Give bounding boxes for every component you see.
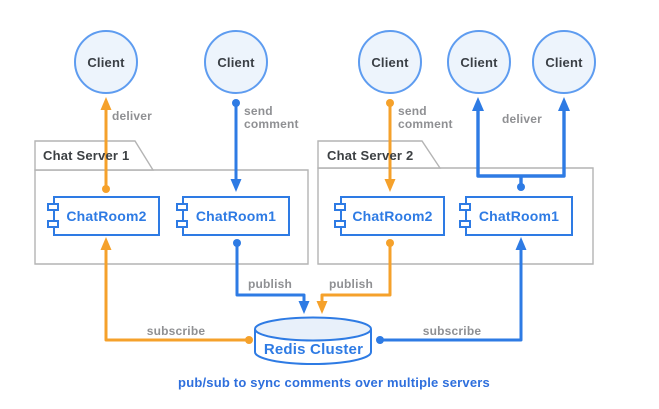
arrowhead-down xyxy=(230,179,242,192)
deliver-label-server2: deliver xyxy=(501,112,543,126)
server2-chatroom2-box: ChatRoom2 xyxy=(334,196,445,236)
send-comment-label-client3: send comment xyxy=(398,104,453,131)
component-port-icon xyxy=(176,220,188,228)
arrowhead-up xyxy=(100,97,112,110)
component-port-icon xyxy=(459,220,471,228)
client-node-1: Client xyxy=(74,30,138,94)
edge-dot xyxy=(386,99,394,107)
send-comment-label-client2: send comment xyxy=(244,104,299,131)
edge-dot xyxy=(233,239,241,247)
room-label: ChatRoom1 xyxy=(195,208,277,224)
edge-dot xyxy=(376,336,384,344)
redis-cylinder xyxy=(254,316,372,365)
arrowhead-down xyxy=(316,301,328,314)
edge-deliver-server1 xyxy=(100,97,112,193)
edge-dot xyxy=(245,336,253,344)
arrowhead-up xyxy=(558,97,570,111)
redis-cylinder-top xyxy=(254,316,372,342)
server2-chatroom1-box: ChatRoom1 xyxy=(459,196,573,236)
room-label: ChatRoom2 xyxy=(66,208,147,224)
client-node-4: Client xyxy=(447,30,511,94)
component-port-icon xyxy=(176,203,188,211)
client-label: Client xyxy=(371,54,409,70)
arrowhead-down xyxy=(384,179,396,192)
arrowhead-down xyxy=(298,301,310,314)
edge-dot xyxy=(386,239,394,247)
orange-edges xyxy=(100,97,396,344)
edge-subscribe-server2 xyxy=(376,237,527,344)
chat-server-2-body xyxy=(317,167,594,265)
client-label: Client xyxy=(545,54,583,70)
edge-dot xyxy=(232,99,240,107)
chat-server-2-title: Chat Server 2 xyxy=(327,148,414,163)
client-label: Client xyxy=(460,54,498,70)
room-label: ChatRoom2 xyxy=(352,208,433,224)
component-port-icon xyxy=(334,203,346,211)
edge-publish-server1 xyxy=(233,239,310,314)
component-port-icon xyxy=(334,220,346,228)
chat-server-1-tab xyxy=(34,140,155,171)
arrowhead-up xyxy=(515,237,527,250)
redis-cluster-label: Redis Cluster xyxy=(263,341,364,358)
chat-server-2-tab xyxy=(317,140,442,169)
component-port-icon xyxy=(459,203,471,211)
publish-label-server2: publish xyxy=(328,277,374,291)
server1-chatroom2-box: ChatRoom2 xyxy=(47,196,160,236)
edge-dot xyxy=(102,185,110,193)
chat-server-2-frame xyxy=(317,140,594,265)
client-node-3: Client xyxy=(358,30,422,94)
client-label: Client xyxy=(87,54,125,70)
edge-send-comment-client2 xyxy=(230,99,242,192)
edge-deliver-server2 xyxy=(472,97,570,191)
room-label: ChatRoom1 xyxy=(478,208,560,224)
server1-chatroom1-box: ChatRoom1 xyxy=(176,196,290,236)
subscribe-label-server1: subscribe xyxy=(146,324,206,338)
chat-server-1-title: Chat Server 1 xyxy=(43,148,130,163)
edge-send-comment-client3 xyxy=(384,99,396,192)
client-node-5: Client xyxy=(532,30,596,94)
deliver-label-server1: deliver xyxy=(111,109,153,123)
subscribe-label-server2: subscribe xyxy=(422,324,482,338)
component-port-icon xyxy=(47,203,59,211)
edge-publish-server2 xyxy=(316,239,394,314)
edge-dot xyxy=(517,183,525,191)
client-node-2: Client xyxy=(204,30,268,94)
component-port-icon xyxy=(47,220,59,228)
publish-label-server1: publish xyxy=(247,277,293,291)
client-label: Client xyxy=(217,54,255,70)
arrowhead-up xyxy=(472,97,484,111)
blue-edges xyxy=(230,97,570,344)
arrowhead-up xyxy=(100,237,112,250)
edge-subscribe-server1 xyxy=(100,237,253,344)
diagram-caption: pub/sub to sync comments over multiple s… xyxy=(178,375,490,390)
